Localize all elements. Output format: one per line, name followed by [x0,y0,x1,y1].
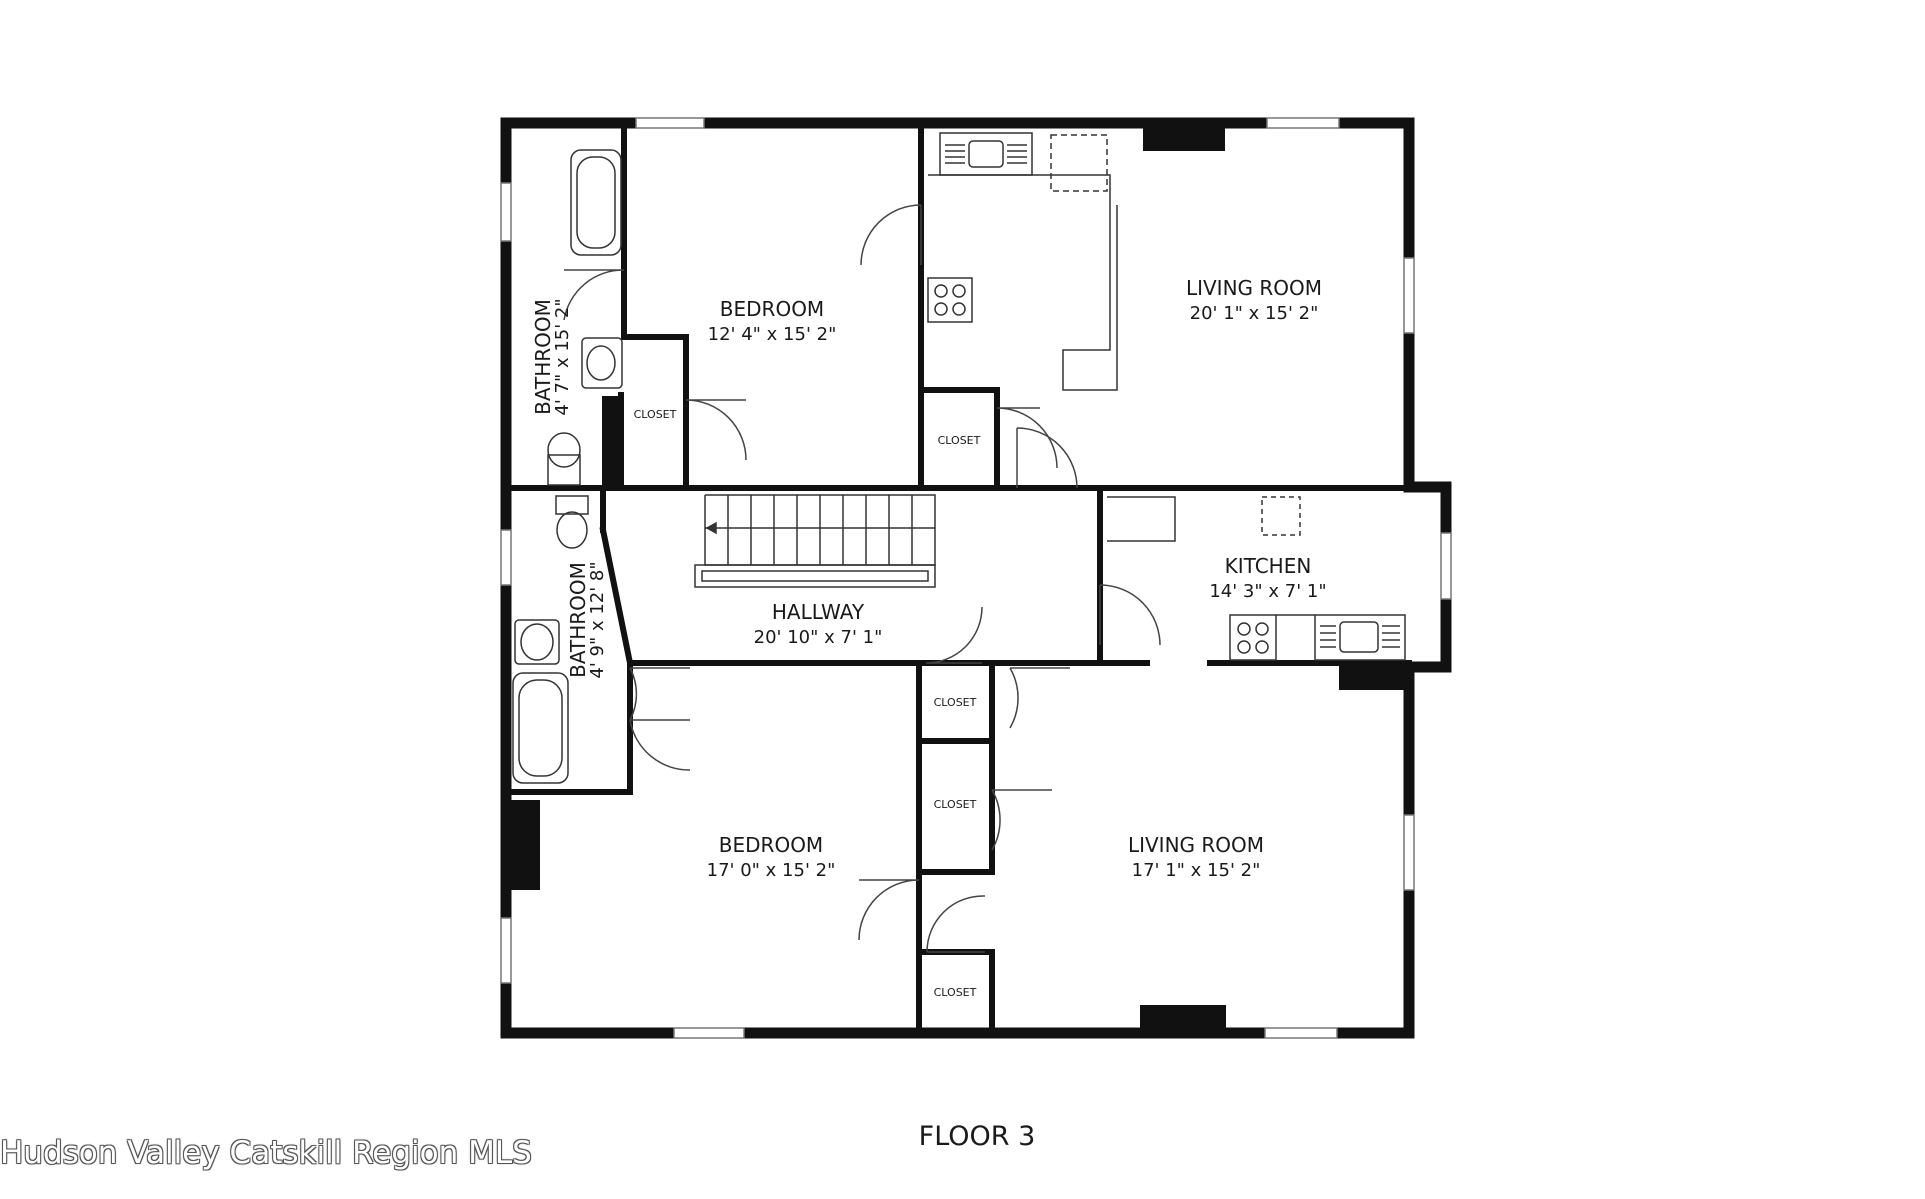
closet-label: CLOSET [934,696,977,709]
watermark-text: Hudson Valley Catskill Region MLS [0,1135,532,1171]
kitchen-dims: 14' 3" x 7' 1" [1209,581,1326,602]
living-lower-name: LIVING ROOM [1128,833,1264,857]
hallway-dims: 20' 10" x 7' 1" [754,627,883,648]
sink-icon [581,337,623,389]
kitchen-name: KITCHEN [1225,554,1312,578]
sink-icon [1314,614,1406,661]
bathroom-lower-name: BATHROOM [566,562,590,678]
sink-icon [939,132,1033,176]
sink-icon [514,619,560,665]
hallway-name: HALLWAY [772,600,865,624]
door-swings [563,204,1161,953]
windows [500,117,1452,1039]
bedroom-lower-dims: 17' 0" x 15' 2" [707,860,836,881]
toilet-icon [547,454,581,486]
bathroom-lower-dims: 4' 9" x 12' 8" [587,561,608,678]
stairs [694,494,936,588]
bedroom-lower-name: BEDROOM [719,833,823,857]
stove-icon [927,277,973,323]
bathtub-icon [512,672,569,784]
toilet-icon [555,495,589,515]
bathroom-upper-dims: 4' 7" x 15' 2" [552,298,573,415]
closet-label: CLOSET [934,986,977,999]
stove-icon [1229,614,1277,661]
interior-walls [503,120,1412,1036]
bedroom-upper-name: BEDROOM [720,297,824,321]
bedroom-upper-dims: 12' 4" x 15' 2" [708,324,837,345]
floor-label: FLOOR 3 [919,1121,1036,1152]
bathtub-icon [570,149,622,256]
living-upper-dims: 20' 1" x 15' 2" [1190,303,1319,324]
closet-label: CLOSET [938,434,981,447]
wall-blocks [506,123,1409,1033]
living-upper-name: LIVING ROOM [1186,276,1322,300]
living-lower-dims: 17' 1" x 15' 2" [1132,860,1261,881]
fixtures [512,132,1406,784]
closet-label: CLOSET [634,408,677,421]
closet-label: CLOSET [934,798,977,811]
room-labels: BATHROOM 4' 7" x 15' 2" BEDROOM 12' 4" x… [531,276,1327,1152]
bathroom-upper-name: BATHROOM [531,299,555,415]
